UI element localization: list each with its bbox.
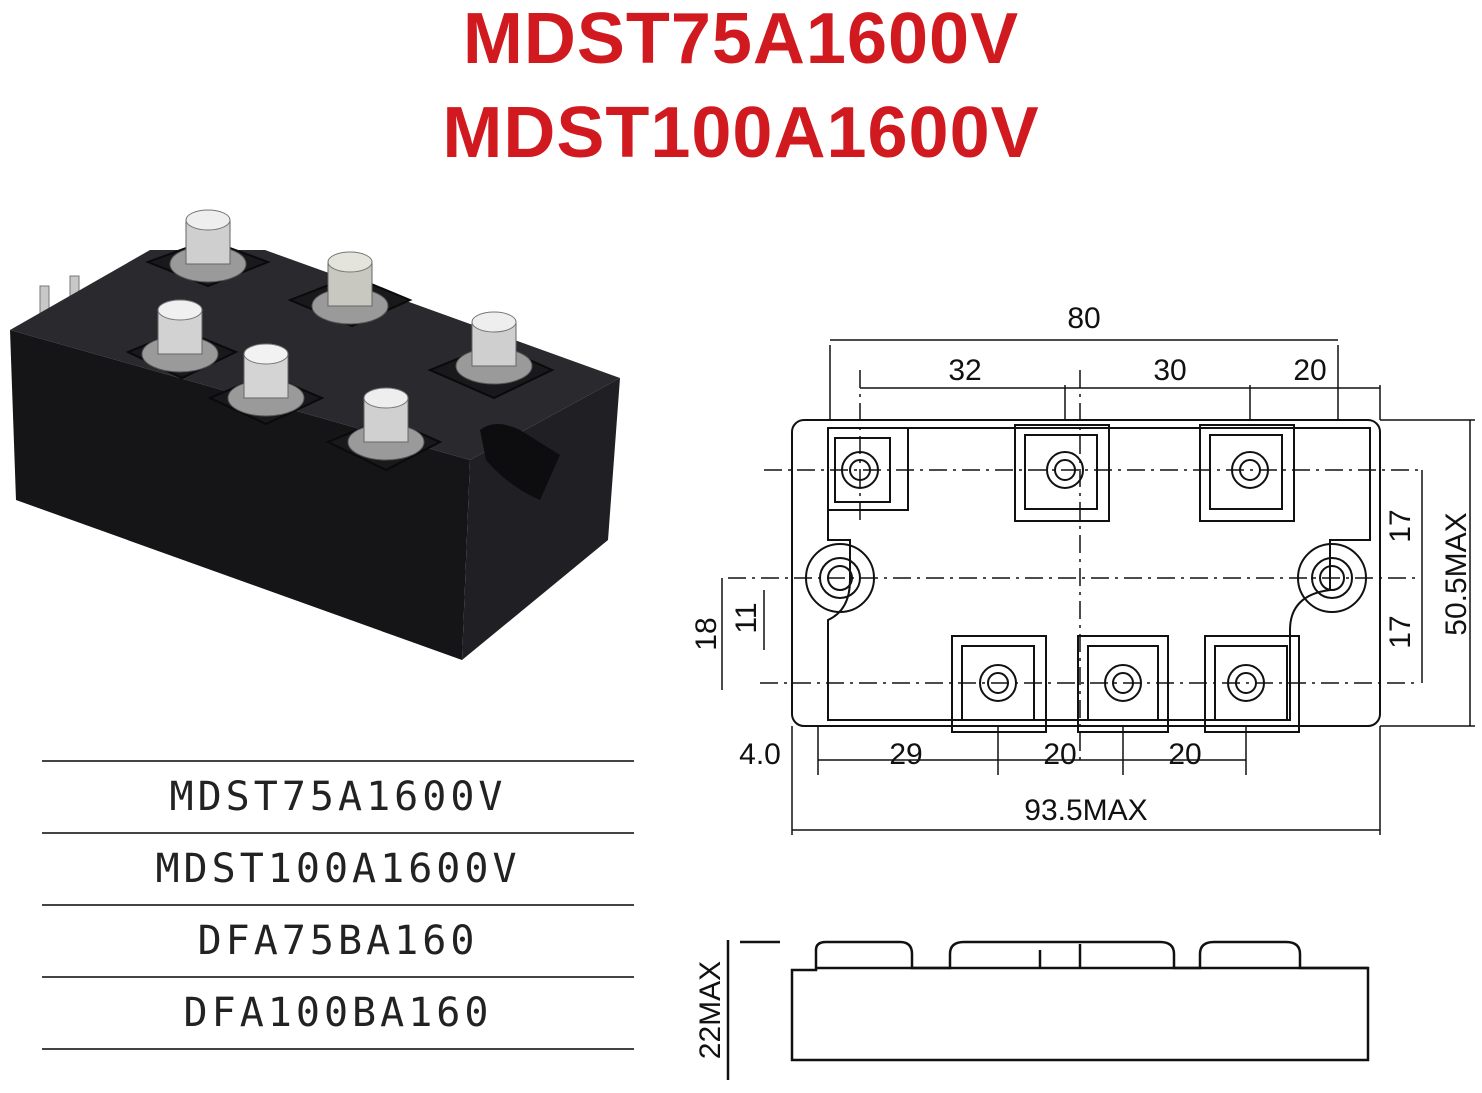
table-row: DFA100BA160 — [42, 976, 634, 1050]
dim-width-max: 93.5MAX — [1024, 794, 1147, 827]
dim-17-upper: 17 — [1384, 509, 1417, 542]
dim-4-0: 4.0 — [739, 738, 781, 771]
part-number-table: MDST75A1600V MDST100A1600V DFA75BA160 DF… — [42, 760, 634, 1050]
product-title-line-1: MDST75A1600V — [462, 0, 1020, 79]
dim-20-bottom-b: 20 — [1168, 738, 1201, 771]
terminal-screws — [141, 209, 533, 461]
dim-20-top: 20 — [1293, 354, 1326, 387]
table-row: MDST75A1600V — [42, 760, 634, 834]
side-view-drawing: 22MAX — [694, 940, 1370, 1080]
module-top-face — [10, 250, 620, 460]
part-number-cell: MDST75A1600V — [42, 760, 634, 834]
product-title-line-2: MDST100A1600V — [442, 93, 1040, 173]
top-view-drawing: 80 32 30 20 17 17 50.5MAX 18 11 4.0 29 2… — [690, 302, 1475, 835]
dim-80: 80 — [1067, 302, 1100, 335]
part-number-cell: DFA75BA160 — [42, 904, 634, 978]
dim-18: 18 — [690, 617, 723, 650]
table-row: MDST100A1600V — [42, 832, 634, 906]
module-side-outline — [790, 940, 1370, 1062]
dim-height-max: 50.5MAX — [1440, 512, 1473, 635]
bottom-terminals — [951, 635, 1300, 733]
dim-17-lower: 17 — [1384, 615, 1417, 648]
module-outline — [791, 419, 1381, 727]
module-front-face — [10, 330, 470, 660]
dim-20-bottom-a: 20 — [1043, 738, 1076, 771]
dim-side-height-max: 22MAX — [694, 961, 727, 1059]
dim-32: 32 — [948, 354, 981, 387]
dim-30: 30 — [1153, 354, 1186, 387]
top-terminals — [827, 424, 1295, 522]
part-number-cell: DFA100BA160 — [42, 976, 634, 1050]
dim-29: 29 — [889, 738, 922, 771]
module-photo — [10, 209, 620, 660]
part-number-cell: MDST100A1600V — [42, 832, 634, 906]
table-row: DFA75BA160 — [42, 904, 634, 978]
dim-11: 11 — [730, 602, 763, 633]
